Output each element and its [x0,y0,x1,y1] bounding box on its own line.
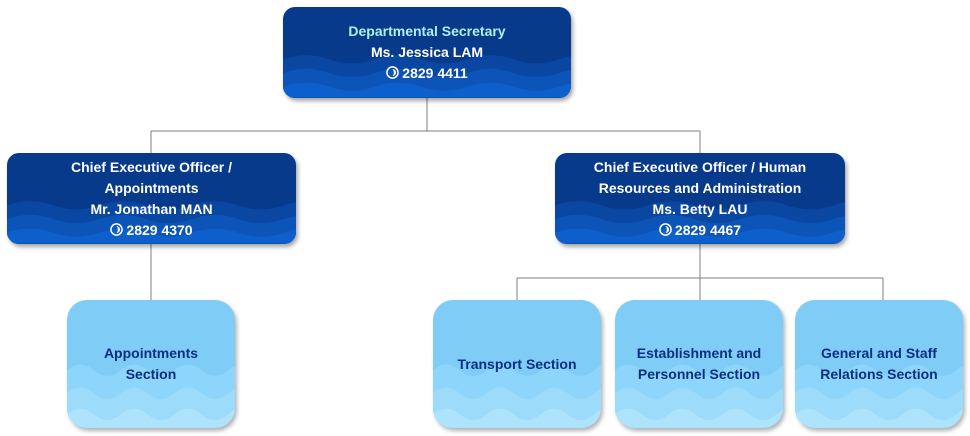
wave-decoration [283,55,571,98]
general-staff-section-box: General and Staff Relations Section [795,300,963,428]
appointments-section-box: Appointments Section [67,300,235,428]
wave-decoration [555,201,845,244]
wave-decoration [615,364,783,428]
ceo-hr-phone: 2829 4467 [674,221,742,238]
secretary-title: Departmental Secretary [348,23,506,39]
ceo-hr-phone-line: 2829 4467 [659,220,741,241]
ceo-appointments-name: Mr. Jonathan MAN [90,200,213,217]
phone-icon [659,222,672,236]
ceo-hr-title-line1: Chief Executive Officer / Human [593,158,807,175]
establishment-section-line2: Personnel Section [637,366,761,382]
ceo-appointments-phone-line: 2829 4370 [110,220,193,241]
secretary-phone-line: 2829 4411 [386,63,468,84]
ceo-hr-admin-box: Chief Executive Officer / Human Resource… [555,153,845,244]
secretary-name: Ms. Jessica LAM [370,44,484,60]
wave-decoration [7,201,296,244]
general-staff-section-line1: General and Staff [821,345,937,361]
establishment-section-box: Establishment and Personnel Section [615,300,783,428]
wave-decoration [795,364,963,428]
ceo-appointments-phone: 2829 4370 [126,221,193,238]
transport-section-line1: Transport Section [457,355,577,372]
phone-icon [110,222,124,236]
appointments-section-line2: Section [125,366,177,382]
transport-section-box: Transport Section [433,300,601,428]
appointments-section-line1: Appointments [103,345,199,361]
wave-decoration [67,364,235,428]
ceo-appointments-title-line1: Chief Executive Officer / [70,158,233,175]
ceo-hr-name: Ms. Betty LAU [652,200,748,217]
departmental-secretary-box: Departmental Secretary Ms. Jessica LAM 2… [283,7,571,98]
secretary-phone: 2829 4411 [402,65,468,81]
establishment-section-line1: Establishment and [636,345,762,361]
phone-icon [386,66,400,79]
ceo-hr-title-line2: Resources and Administration [598,179,802,196]
wave-decoration [433,364,601,428]
ceo-appointments-title-line2: Appointments [104,179,199,196]
general-staff-section-line2: Relations Section [820,366,938,382]
ceo-appointments-box: Chief Executive Officer / Appointments M… [7,153,296,244]
